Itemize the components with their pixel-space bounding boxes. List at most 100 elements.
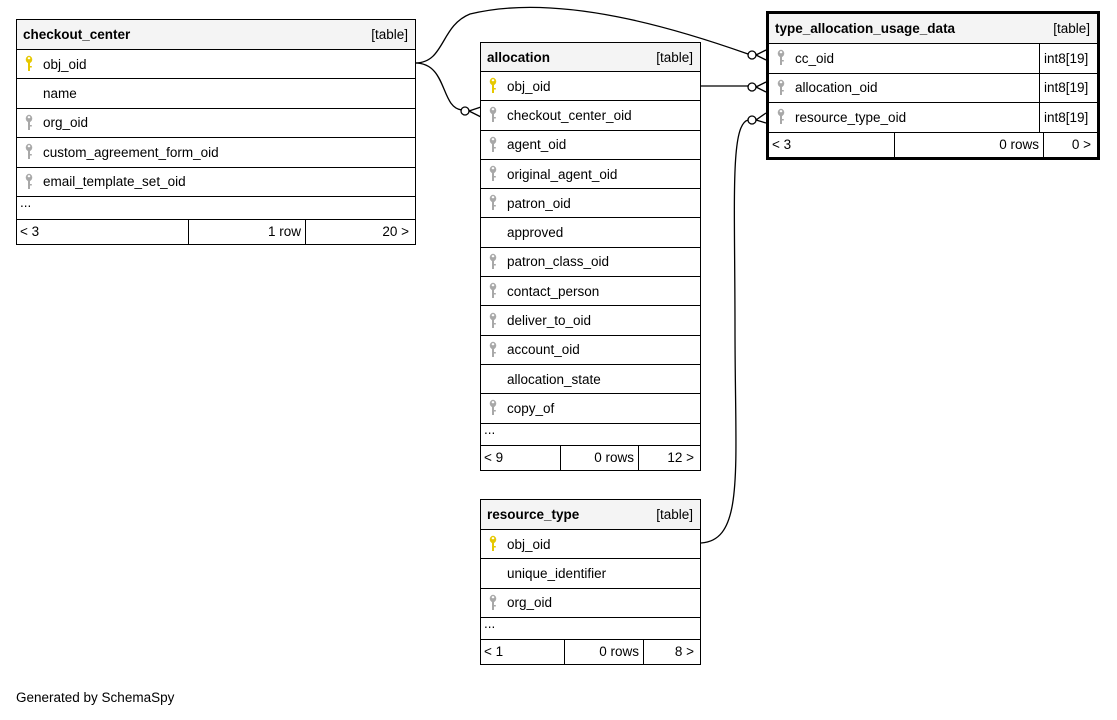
optional-marker-resource-type-oid xyxy=(747,115,757,125)
table-footer: < 3 0 rows 0 > xyxy=(769,132,1097,157)
table-type-allocation-usage-data[interactable]: type_allocation_usage_data [table] cc_oi… xyxy=(766,11,1100,160)
edge-checkout-center-to-cc-oid xyxy=(414,6,749,64)
edge-checkout-center-to-allocation xyxy=(414,62,463,111)
children-count[interactable]: 12 > xyxy=(667,450,694,466)
table-name: allocation xyxy=(487,49,551,65)
column-row-deliver-to-oid[interactable]: deliver_to_oid xyxy=(481,306,700,336)
no-key-spacer xyxy=(488,564,502,582)
column-row-custom-agreement-form-oid[interactable]: custom_agreement_form_oid xyxy=(17,138,415,168)
table-footer: < 9 0 rows 12 > xyxy=(481,445,700,470)
column-name: org_oid xyxy=(43,115,89,131)
column-row-agent-oid[interactable]: agent_oid xyxy=(481,131,700,160)
column-name: checkout_center_oid xyxy=(507,107,632,123)
column-row-original-agent-oid[interactable]: original_agent_oid xyxy=(481,160,700,190)
foreign-key-icon xyxy=(776,79,790,97)
no-key-spacer xyxy=(488,224,502,242)
column-row-patron-oid[interactable]: patron_oid xyxy=(481,189,700,219)
foreign-key-icon xyxy=(488,253,502,271)
foreign-key-icon xyxy=(488,165,502,183)
table-footer: < 1 0 rows 8 > xyxy=(481,639,700,664)
more-columns[interactable]: ... xyxy=(17,196,415,220)
column-row-obj-oid[interactable]: obj_oid xyxy=(17,50,415,80)
optional-marker-cc-oid xyxy=(747,50,757,60)
column-name: cc_oid xyxy=(795,50,835,66)
table-resource-type[interactable]: resource_type [table] obj_oid unique_iden… xyxy=(480,499,701,665)
more-columns[interactable]: ... xyxy=(481,617,700,640)
column-row-cc-oid[interactable]: cc_oid int8[19] xyxy=(769,44,1097,74)
foreign-key-icon xyxy=(24,114,38,132)
column-name: name xyxy=(43,86,77,102)
column-row-patron-class-oid[interactable]: patron_class_oid xyxy=(481,248,700,278)
column-row-org-oid[interactable]: org_oid xyxy=(481,589,700,618)
foreign-key-icon xyxy=(488,136,502,154)
primary-key-icon xyxy=(488,535,502,553)
children-count[interactable]: 8 > xyxy=(674,644,694,660)
column-row-checkout-center-oid[interactable]: checkout_center_oid xyxy=(481,101,700,131)
column-name: patron_oid xyxy=(507,195,571,211)
column-name: copy_of xyxy=(507,400,555,416)
table-kind: [table] xyxy=(1053,21,1090,36)
crowfoot-allocation-oid xyxy=(755,81,767,93)
more-columns[interactable]: ... xyxy=(481,422,700,446)
column-name: approved xyxy=(507,225,564,241)
parents-count[interactable]: < 3 xyxy=(17,219,189,244)
column-name: original_agent_oid xyxy=(507,166,618,182)
column-row-obj-oid[interactable]: obj_oid xyxy=(481,72,700,102)
parents-count[interactable]: < 3 xyxy=(769,132,895,157)
column-type: int8[19] xyxy=(1039,44,1097,73)
column-name: patron_class_oid xyxy=(507,254,610,270)
table-name: type_allocation_usage_data xyxy=(775,21,956,36)
column-name: allocation_oid xyxy=(795,80,878,96)
column-row-allocation-state[interactable]: allocation_state xyxy=(481,365,700,395)
column-name: agent_oid xyxy=(507,137,567,153)
table-kind: [table] xyxy=(656,49,693,65)
foreign-key-icon xyxy=(488,194,502,212)
table-header: resource_type [table] xyxy=(481,500,700,530)
table-footer: < 3 1 row 20 > xyxy=(17,219,415,244)
column-name: obj_oid xyxy=(507,536,551,552)
crowfoot-allocation-checkout-center xyxy=(468,106,482,118)
column-row-contact-person[interactable]: contact_person xyxy=(481,277,700,307)
parents-count[interactable]: < 9 xyxy=(481,445,561,470)
parents-count[interactable]: < 1 xyxy=(481,639,565,664)
row-count: 0 rows xyxy=(895,132,1044,157)
column-name: unique_identifier xyxy=(507,565,607,581)
table-name: resource_type xyxy=(487,507,580,522)
foreign-key-icon xyxy=(24,173,38,191)
column-row-obj-oid[interactable]: obj_oid xyxy=(481,530,700,560)
column-row-unique-identifier[interactable]: unique_identifier xyxy=(481,559,700,589)
column-name: obj_oid xyxy=(43,56,87,72)
column-name: org_oid xyxy=(507,595,553,611)
column-list: obj_oid unique_identifier org_oid xyxy=(481,530,700,618)
children-count[interactable]: 20 > xyxy=(382,224,409,240)
table-header: type_allocation_usage_data [table] xyxy=(769,14,1097,44)
column-row-account-oid[interactable]: account_oid xyxy=(481,336,700,365)
no-key-spacer xyxy=(24,85,38,103)
foreign-key-icon xyxy=(24,143,38,161)
edge-resource-type-to-resource-type-oid xyxy=(700,119,749,544)
column-name: custom_agreement_form_oid xyxy=(43,144,219,160)
optional-marker-allocation-checkout-center xyxy=(460,106,470,116)
column-row-copy-of[interactable]: copy_of xyxy=(481,394,700,424)
crowfoot-cc-oid xyxy=(755,49,767,61)
foreign-key-icon xyxy=(488,106,502,124)
column-row-org-oid[interactable]: org_oid xyxy=(17,109,415,139)
children-count[interactable]: 0 > xyxy=(1071,137,1091,152)
column-name: contact_person xyxy=(507,283,600,299)
primary-key-icon xyxy=(488,77,502,95)
table-allocation[interactable]: allocation [table] obj_oid checkout_cente… xyxy=(480,42,701,471)
table-header: allocation [table] xyxy=(481,43,700,72)
column-row-approved[interactable]: approved xyxy=(481,218,700,248)
foreign-key-icon xyxy=(488,341,502,359)
column-row-name[interactable]: name xyxy=(17,79,415,109)
primary-key-icon xyxy=(24,55,38,73)
table-kind: [table] xyxy=(656,507,693,522)
crowfoot-resource-type-oid xyxy=(755,112,767,124)
column-row-email-template-set-oid[interactable]: email_template_set_oid xyxy=(17,168,415,197)
no-key-spacer xyxy=(488,370,502,388)
